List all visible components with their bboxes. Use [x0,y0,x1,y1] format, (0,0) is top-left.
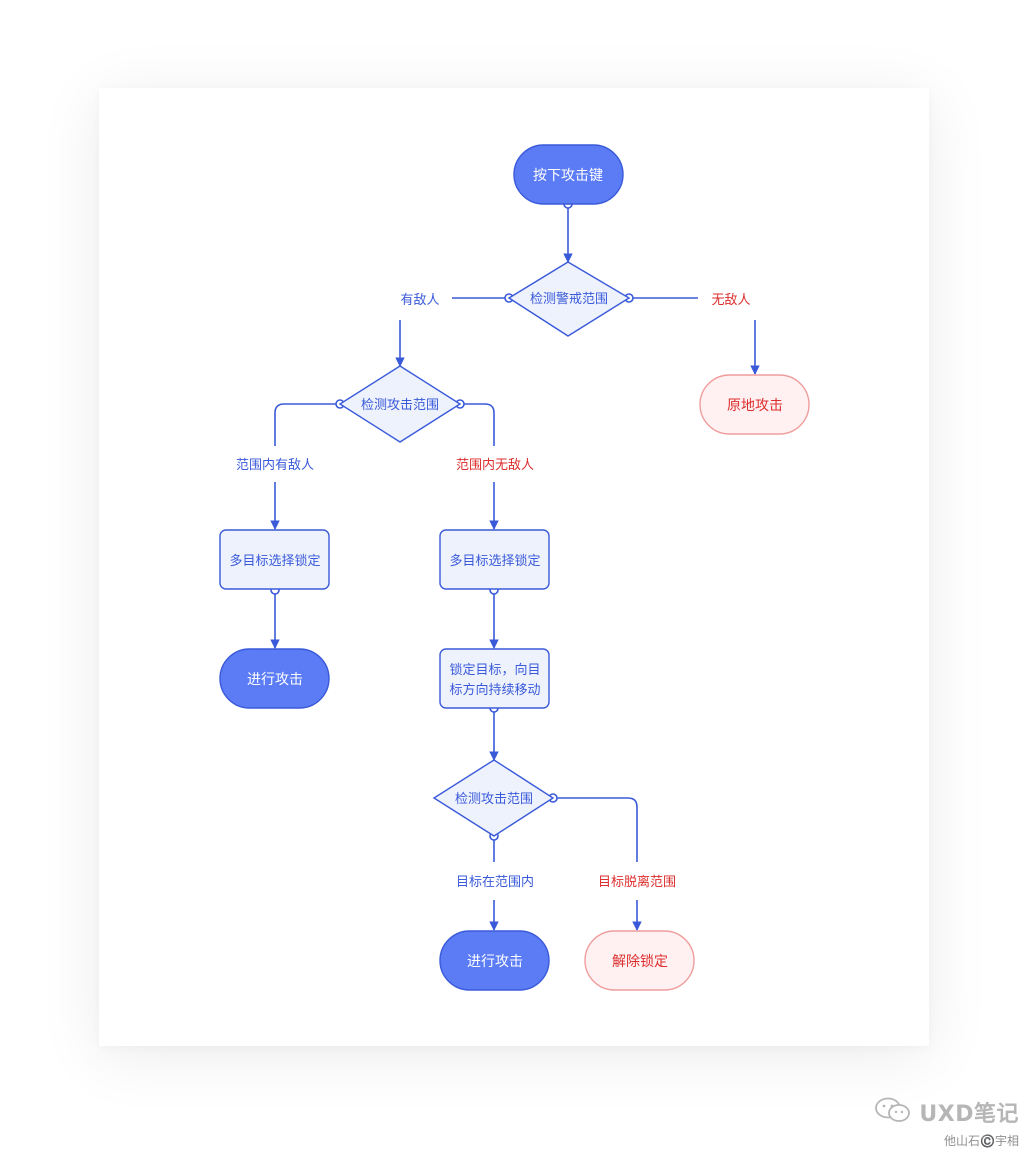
node-multi-lock-2-label: 多目标选择锁定 [449,553,540,569]
node-multi-lock-1-label: 多目标选择锁定 [229,553,320,569]
edge-label-target-in-range: 目标在范围内 [456,874,534,890]
decision-check-attack-1-label: 检测攻击范围 [361,398,439,413]
node-unlock [584,930,695,991]
node-multi-lock-1 [219,529,330,590]
edge-label-no-range-enemy: 范围内无敌人 [456,457,534,473]
node-start [513,144,624,205]
node-attack-1-label: 进行攻击 [247,672,303,688]
edge-check2-right [553,797,638,862]
edge-check1-left [274,403,340,446]
node-attack-1 [219,648,330,709]
watermark-credit: 他山石©️宇相 [944,1134,1019,1148]
node-lock-move [439,648,550,709]
wechat-icon [873,1096,913,1128]
decision-check-attack-2 [432,759,555,837]
edge-label-target-out-range: 目标脱离范围 [598,874,676,890]
edge-check1-right [460,403,495,446]
node-attack-2 [439,930,550,991]
node-start-label: 按下攻击键 [533,168,603,184]
edge-label-in-range-enemy: 范围内有敌人 [236,457,314,473]
node-multi-lock-2 [439,529,550,590]
edge-label-no-enemy: 无敌人 [711,293,750,308]
decision-check-attack-1 [338,365,462,443]
node-stay-attack [699,374,810,435]
node-lock-move-line2: 标方向持续移动 [449,682,540,698]
watermark: UXD笔记 他山石©️宇相 [873,1096,1019,1149]
node-lock-move-line1: 锁定目标，向目 [449,662,540,678]
node-stay-attack-label: 原地攻击 [727,398,783,414]
edge-label-has-enemy: 有敌人 [400,293,439,308]
node-attack-2-label: 进行攻击 [467,954,523,970]
decision-check-alert [507,261,631,337]
watermark-brand: UXD笔记 [919,1102,1019,1127]
decision-check-attack-2-label: 检测攻击范围 [455,792,533,807]
node-unlock-label: 解除锁定 [612,954,668,970]
decision-check-alert-label: 检测警戒范围 [530,291,608,307]
